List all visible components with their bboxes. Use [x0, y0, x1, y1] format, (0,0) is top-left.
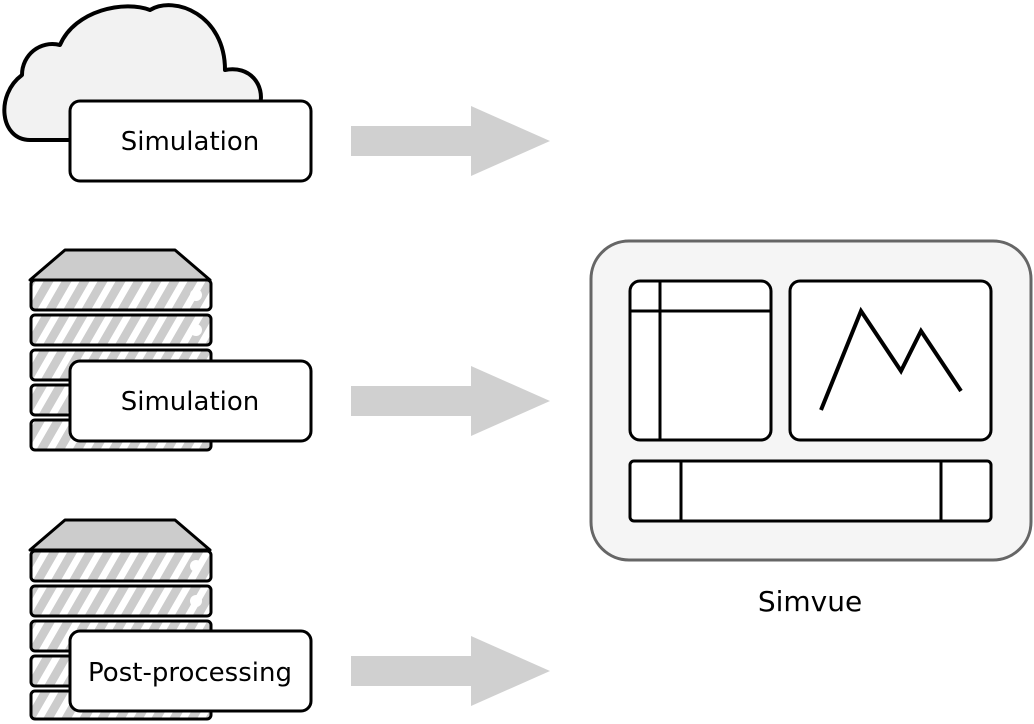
table-panel-icon — [628, 279, 773, 442]
arrow-2 — [351, 366, 550, 436]
simulation-server-label: Simulation — [121, 387, 260, 417]
simvue-label: Simvue — [758, 585, 862, 618]
bar-panel-icon — [628, 459, 993, 523]
source-server-group: Simulation — [28, 248, 313, 452]
arrow-1 — [351, 106, 550, 176]
post-processing-label: Post-processing — [88, 658, 292, 688]
source-cloud-group: Simulation — [2, 3, 313, 183]
simulation-cloud-label: Simulation — [121, 127, 260, 157]
chart-panel-icon — [788, 279, 993, 442]
simulation-server-box — [68, 359, 313, 443]
arrow-3 — [351, 636, 550, 706]
simulation-cloud-box — [68, 99, 313, 183]
post-processing-box — [68, 629, 313, 713]
simvue-dashboard-group: Simvue — [589, 239, 1033, 618]
source-postprocessing-group: Post-processing — [28, 518, 313, 721]
